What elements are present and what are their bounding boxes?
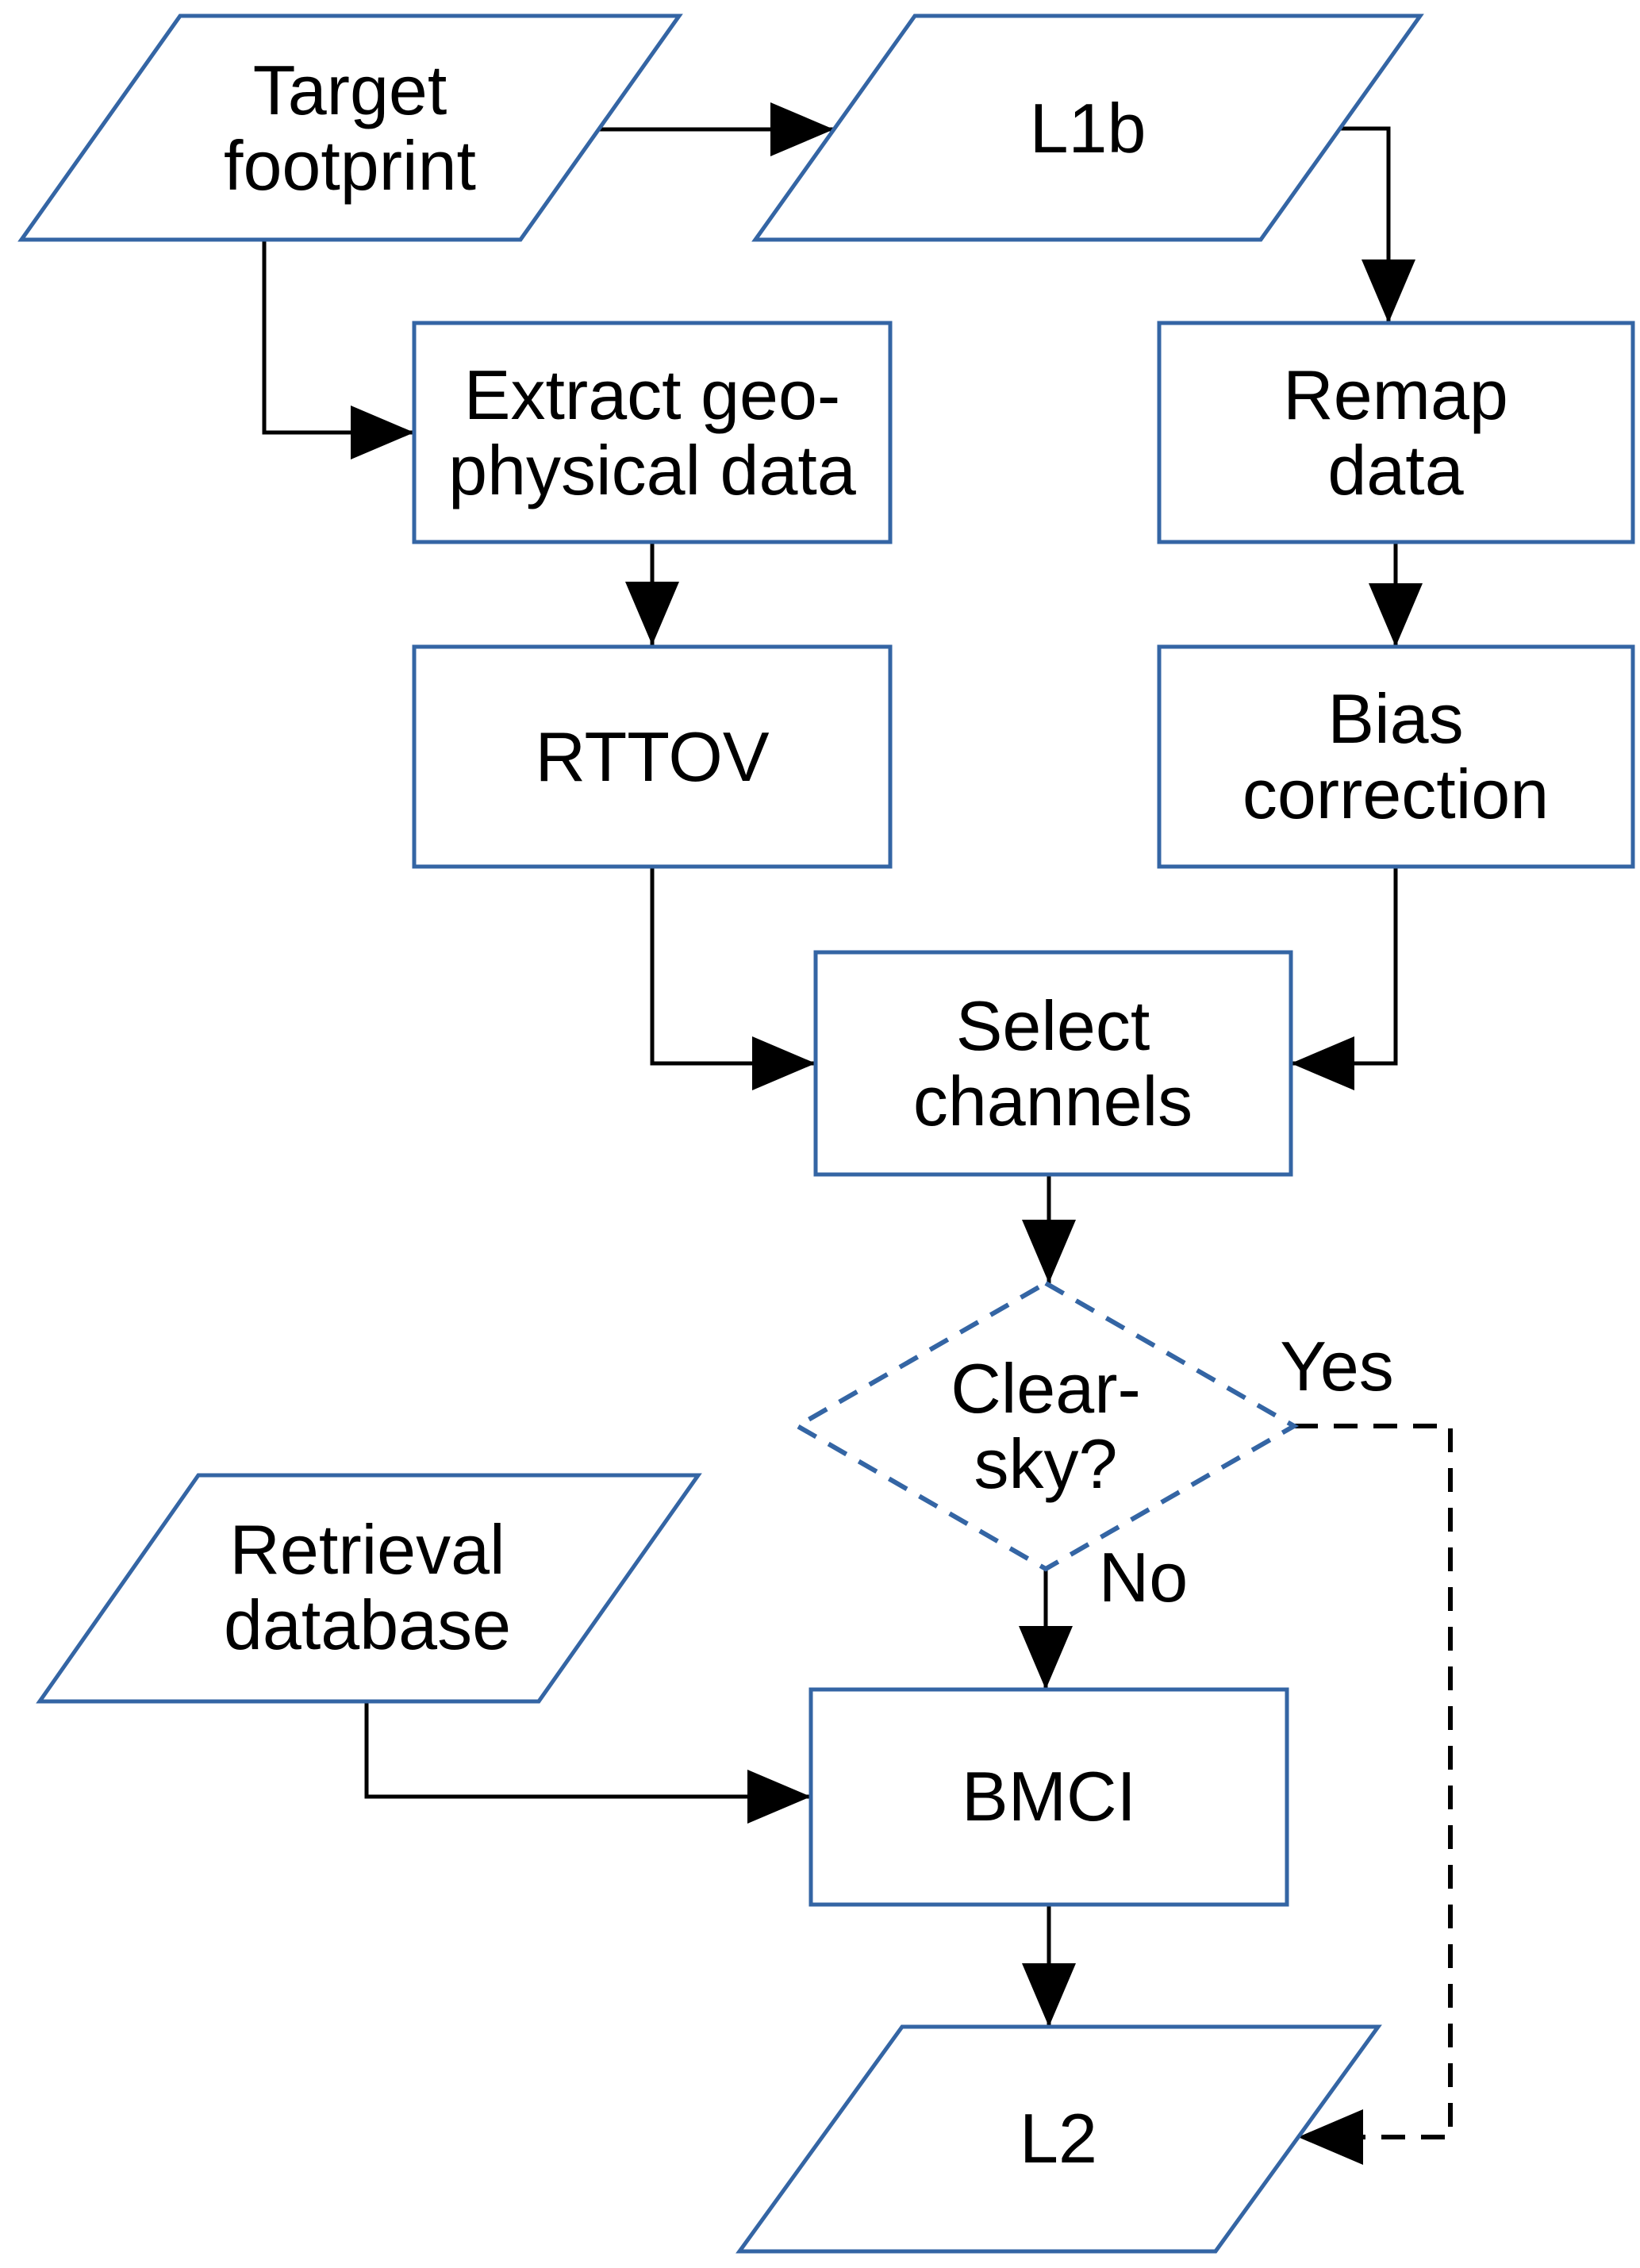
edge-rttov-to-select bbox=[650, 867, 816, 1090]
label-yes: Yes bbox=[1280, 1327, 1394, 1405]
edge-clearsky-yes-arrowhead bbox=[1298, 2109, 1363, 2165]
edge-target-footprint-to-extract bbox=[262, 240, 414, 459]
node-label: L2 bbox=[1020, 2099, 1097, 2178]
node-label: Retrieval bbox=[229, 1510, 505, 1589]
node-label: data bbox=[1327, 431, 1463, 509]
node-label: Remap bbox=[1283, 356, 1508, 434]
node-label: footprint bbox=[224, 126, 476, 205]
node-l2: L2 bbox=[736, 2024, 1382, 2254]
label-no: No bbox=[1099, 1538, 1189, 1616]
process-shape bbox=[1157, 321, 1635, 544]
node-label: sky? bbox=[974, 1424, 1118, 1503]
parallelogram-shape bbox=[17, 13, 683, 242]
process-shape bbox=[1157, 644, 1635, 869]
node-clear-sky-decision: Clear- sky? bbox=[792, 1280, 1300, 1572]
edge-retrieval-to-bmci bbox=[364, 1701, 811, 1824]
node-bias-correction: Bias correction bbox=[1157, 644, 1635, 869]
node-label: Target bbox=[253, 51, 447, 129]
node-target-footprint: Target footprint bbox=[17, 13, 683, 242]
node-label: channels bbox=[913, 1062, 1193, 1140]
node-label: correction bbox=[1242, 755, 1549, 833]
parallelogram-shape bbox=[751, 13, 1424, 242]
edges bbox=[262, 102, 1453, 2165]
node-label: Bias bbox=[1327, 679, 1463, 758]
process-shape bbox=[412, 321, 893, 544]
parallelogram-shape bbox=[736, 2024, 1382, 2254]
parallelogram-shape bbox=[36, 1473, 702, 1704]
node-remap-data: Remap data bbox=[1157, 321, 1635, 544]
node-bmci: BMCI bbox=[808, 1687, 1289, 1907]
node-label: physical data bbox=[448, 431, 856, 509]
node-rttov: RTTOV bbox=[412, 644, 893, 869]
node-label: RTTOV bbox=[535, 717, 769, 796]
node-retrieval-database: Retrieval database bbox=[36, 1473, 702, 1704]
node-select-channels: Select channels bbox=[813, 950, 1293, 1177]
node-extract-geophysical-data: Extract geo- physical data bbox=[412, 321, 893, 544]
process-shape bbox=[412, 644, 893, 869]
process-shape bbox=[808, 1687, 1289, 1907]
edge-bias-to-select bbox=[1291, 867, 1398, 1090]
process-shape bbox=[813, 950, 1293, 1177]
node-label: L1b bbox=[1030, 89, 1146, 167]
edge-l1b-to-remap bbox=[1340, 126, 1415, 323]
node-label: Extract geo- bbox=[464, 356, 840, 434]
node-l1b: L1b bbox=[751, 13, 1424, 242]
node-label: BMCI bbox=[962, 1757, 1136, 1836]
decision-diamond-shape bbox=[792, 1280, 1300, 1572]
node-label: Select bbox=[956, 986, 1150, 1065]
node-label: Clear- bbox=[951, 1349, 1141, 1428]
node-label: database bbox=[224, 1586, 511, 1664]
